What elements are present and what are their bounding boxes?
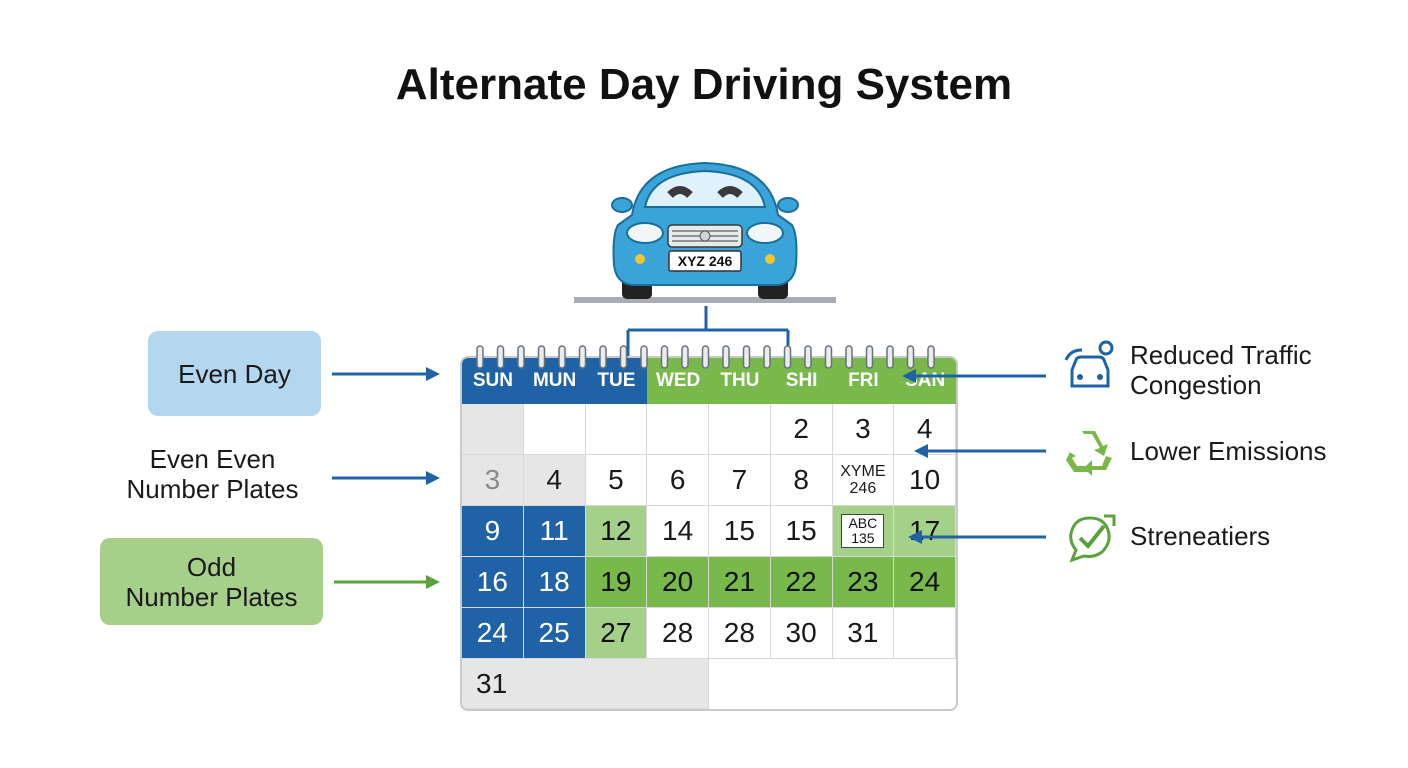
- calendar-ring: [845, 345, 853, 369]
- calendar-cell: 12: [585, 506, 648, 557]
- day-header: SUN: [462, 358, 524, 404]
- even-plates-line1: Even Even: [149, 444, 276, 474]
- left-arrows: [332, 367, 440, 589]
- calendar-ring: [763, 345, 771, 369]
- calendar-cell: 28: [709, 608, 771, 659]
- calendar-cell: 6: [647, 455, 709, 506]
- benefit-traffic-line1: Reduced Traffic: [1130, 340, 1312, 370]
- right-arrows: [902, 369, 1046, 544]
- calendar-cell: 10: [894, 455, 956, 506]
- even-day-text: Even Day: [178, 358, 291, 389]
- calendar-cell: [523, 404, 586, 455]
- odd-plates-label: Odd Number Plates: [100, 538, 323, 625]
- calendar-cell: 30: [770, 608, 833, 659]
- odd-plates-line2: Number Plates: [125, 581, 298, 612]
- calendar-cell: 15: [709, 506, 771, 557]
- recycle-icon: [1066, 431, 1112, 476]
- calendar-cell: [585, 404, 648, 455]
- calendar-cell: 11: [523, 506, 586, 557]
- calendar-cell: 3: [832, 404, 895, 455]
- calendar-cell: 24: [462, 608, 524, 659]
- even-plates-label: Even Even Number Plates: [110, 444, 315, 504]
- calendar-ring: [558, 345, 566, 369]
- calendar-ring: [886, 345, 894, 369]
- calendar-cell: [894, 608, 956, 659]
- day-header: THU: [709, 358, 771, 404]
- calendar-ring: [619, 345, 628, 369]
- benefit-third: Streneatiers: [1130, 521, 1270, 551]
- calendar-cell: 24: [894, 557, 956, 608]
- benefit-lower-emissions: Lower Emissions: [1130, 436, 1327, 466]
- calendar-cell: 17: [894, 506, 956, 557]
- calendar-cell: 31: [832, 608, 895, 659]
- calendar-ring: [578, 345, 587, 369]
- calendar-cell: 18: [523, 557, 586, 608]
- calendar-ring: [476, 345, 484, 369]
- calendar-ring: [496, 345, 505, 369]
- calendar-cell: 14: [647, 506, 709, 557]
- even-day-label: Even Day: [148, 331, 321, 416]
- calendar-cell: 25: [523, 608, 586, 659]
- calendar-ring: [517, 345, 525, 369]
- odd-plates-line1: Odd: [186, 551, 237, 582]
- calendar-cell: 21: [709, 557, 771, 608]
- even-plates-line2: Number Plates: [126, 474, 299, 504]
- calendar-cell: 7: [709, 455, 771, 506]
- calendar-cell: 2: [770, 404, 833, 455]
- car-plate: XYZ 246: [678, 253, 733, 269]
- calendar-cell: [462, 404, 524, 455]
- calendar-cell: [647, 404, 709, 455]
- benefit-traffic-line2: Congestion: [1130, 370, 1262, 400]
- calendar-cell-last: 31: [462, 659, 709, 709]
- calendar-ring: [537, 345, 546, 369]
- calendar-ring: [722, 345, 730, 369]
- calendar-ring: [599, 345, 607, 369]
- day-header: SHI: [770, 358, 833, 404]
- check-badge-icon: [1069, 514, 1116, 563]
- calendar-ring: [927, 345, 935, 369]
- calendar-cell: 20: [647, 557, 709, 608]
- calendar-cell: 3: [462, 455, 524, 506]
- calendar-ring: [640, 345, 648, 369]
- calendar-ring: [865, 345, 874, 369]
- calendar-cell: 9: [462, 506, 524, 557]
- calendar-cell: 15: [770, 506, 833, 557]
- calendar-cell: 5: [585, 455, 648, 506]
- calendar-cell: 16: [462, 557, 524, 608]
- page-title: Alternate Day Driving System: [395, 60, 1013, 109]
- calendar-cell: 27: [585, 608, 648, 659]
- calendar-ring: [804, 345, 812, 369]
- calendar-cell: [709, 404, 771, 455]
- day-header: MUN: [523, 358, 586, 404]
- calendar-ring: [906, 345, 915, 369]
- day-header: FRI: [832, 358, 895, 404]
- calendar-cell: 19: [585, 557, 648, 608]
- car-illustration: XYZ 246: [574, 161, 836, 303]
- benefit-traffic-congestion: Reduced Traffic Congestion: [1130, 340, 1312, 400]
- calendar-ring: [660, 345, 669, 369]
- calendar-cell: 22: [770, 557, 833, 608]
- calendar-ring: [824, 345, 833, 369]
- benefit-emissions-text: Lower Emissions: [1130, 436, 1327, 466]
- calendar-ring: [681, 345, 689, 369]
- calendar-cell: 8: [770, 455, 833, 506]
- calendar-cell: 23: [832, 557, 895, 608]
- day-header: TUE: [585, 358, 648, 404]
- calendar-cell: 4: [523, 455, 586, 506]
- traffic-car-icon: [1064, 340, 1114, 388]
- day-header: WED: [647, 358, 709, 404]
- calendar-ring: [783, 345, 792, 369]
- calendar-rings: [476, 345, 935, 369]
- calendar-ring: [742, 345, 751, 369]
- benefit-third-text: Streneatiers: [1130, 521, 1271, 551]
- calendar-cell: 28: [647, 608, 709, 659]
- calendar-ring: [701, 345, 710, 369]
